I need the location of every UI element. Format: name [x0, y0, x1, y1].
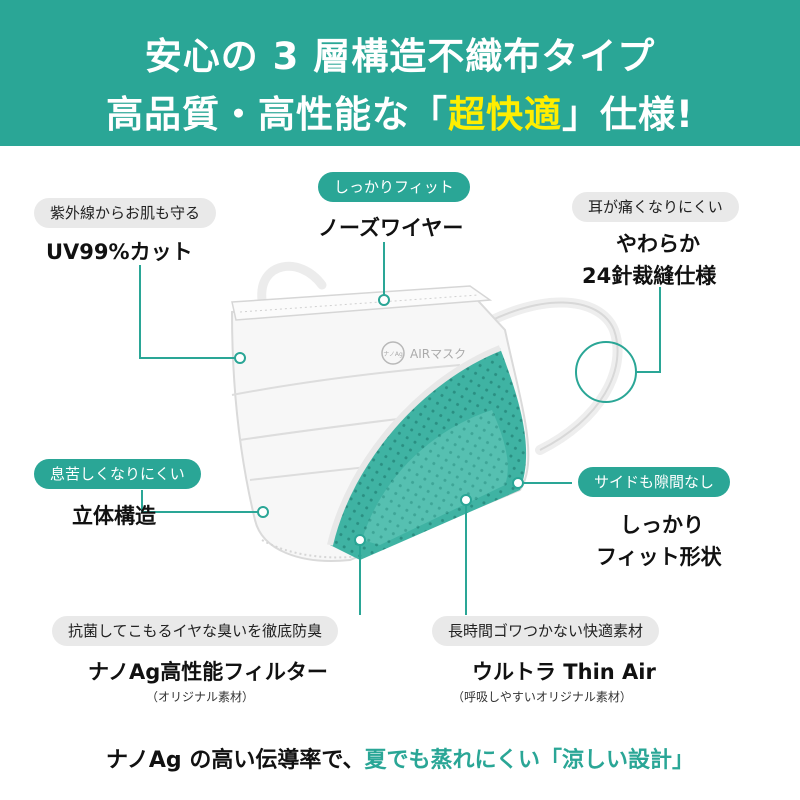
dot-thin — [460, 494, 472, 506]
dot-filter — [354, 534, 366, 546]
leader-lines — [139, 242, 661, 615]
filter-layer-inner — [362, 410, 508, 545]
thin-note: （呼吸しやすいオリジナル素材） — [452, 690, 632, 704]
header-line2-post: 」仕様! — [562, 93, 694, 136]
header-highlight: 超快適 — [448, 93, 563, 136]
bottom-tagline: ナノAg の高い伝導率で、夏でも蒸れにくい「涼しい設計」 — [0, 742, 800, 774]
side-tag: サイドも隙間なし — [578, 467, 731, 497]
ear-tag: 耳が痛くなりにくい — [572, 192, 739, 222]
thin-tag: 長時間ゴワつかない快適素材 — [432, 616, 660, 646]
wire-tag: しっかりフィット — [318, 172, 470, 202]
header-line2: 高品質・高性能な「超快適」仕様! — [0, 84, 800, 138]
breath-title: 立体構造 — [72, 504, 156, 528]
dot-side — [512, 477, 524, 489]
ear-title-line2: 24針裁縫仕様 — [582, 264, 717, 288]
ear-loop-top — [257, 261, 327, 305]
breath-tag: 息苦しくなりにくい — [34, 459, 201, 489]
bottom-teal: 夏でも蒸れにくい「涼しい設計」 — [364, 748, 695, 773]
header-line1: 安心の 3 層構造不織布タイプ — [144, 35, 656, 78]
side-title-line1: しっかり — [620, 513, 704, 537]
header-line2-pre: 高品質・高性能な「 — [106, 93, 449, 136]
ear-highlight-circle — [575, 341, 637, 403]
leader-uv — [139, 265, 238, 359]
mask-logo-text: AIRマスク — [410, 347, 466, 361]
filter-tag: 抗菌してこもるイヤな臭いを徹底防臭 — [52, 616, 339, 646]
filter-note: （オリジナル素材） — [146, 690, 255, 704]
dot-breath — [257, 506, 269, 518]
filter-title: ナノAg高性能フィルター — [88, 660, 328, 684]
ear-title-line1: やわらか — [616, 232, 700, 256]
uv-tag: 紫外線からお肌も守る — [34, 198, 217, 228]
side-title-line2: フィット形状 — [596, 545, 722, 569]
leader-ear — [636, 287, 661, 373]
header-banner: 安心の 3 層構造不織布タイプ 高品質・高性能な「超快適」仕様! — [0, 0, 800, 146]
mask-logo-badge: ナノAg — [383, 351, 403, 358]
leader-breath — [141, 490, 262, 513]
dot-uv — [234, 352, 246, 364]
bottom-pre: ナノAg の高い伝導率で、 — [105, 748, 365, 773]
logo-badge-icon — [381, 341, 405, 365]
wire-title: ノーズワイヤー — [318, 216, 464, 240]
dot-wire — [378, 294, 390, 306]
uv-title: UV99%カット — [46, 240, 193, 264]
thin-title: ウルトラ Thin Air — [472, 660, 656, 684]
